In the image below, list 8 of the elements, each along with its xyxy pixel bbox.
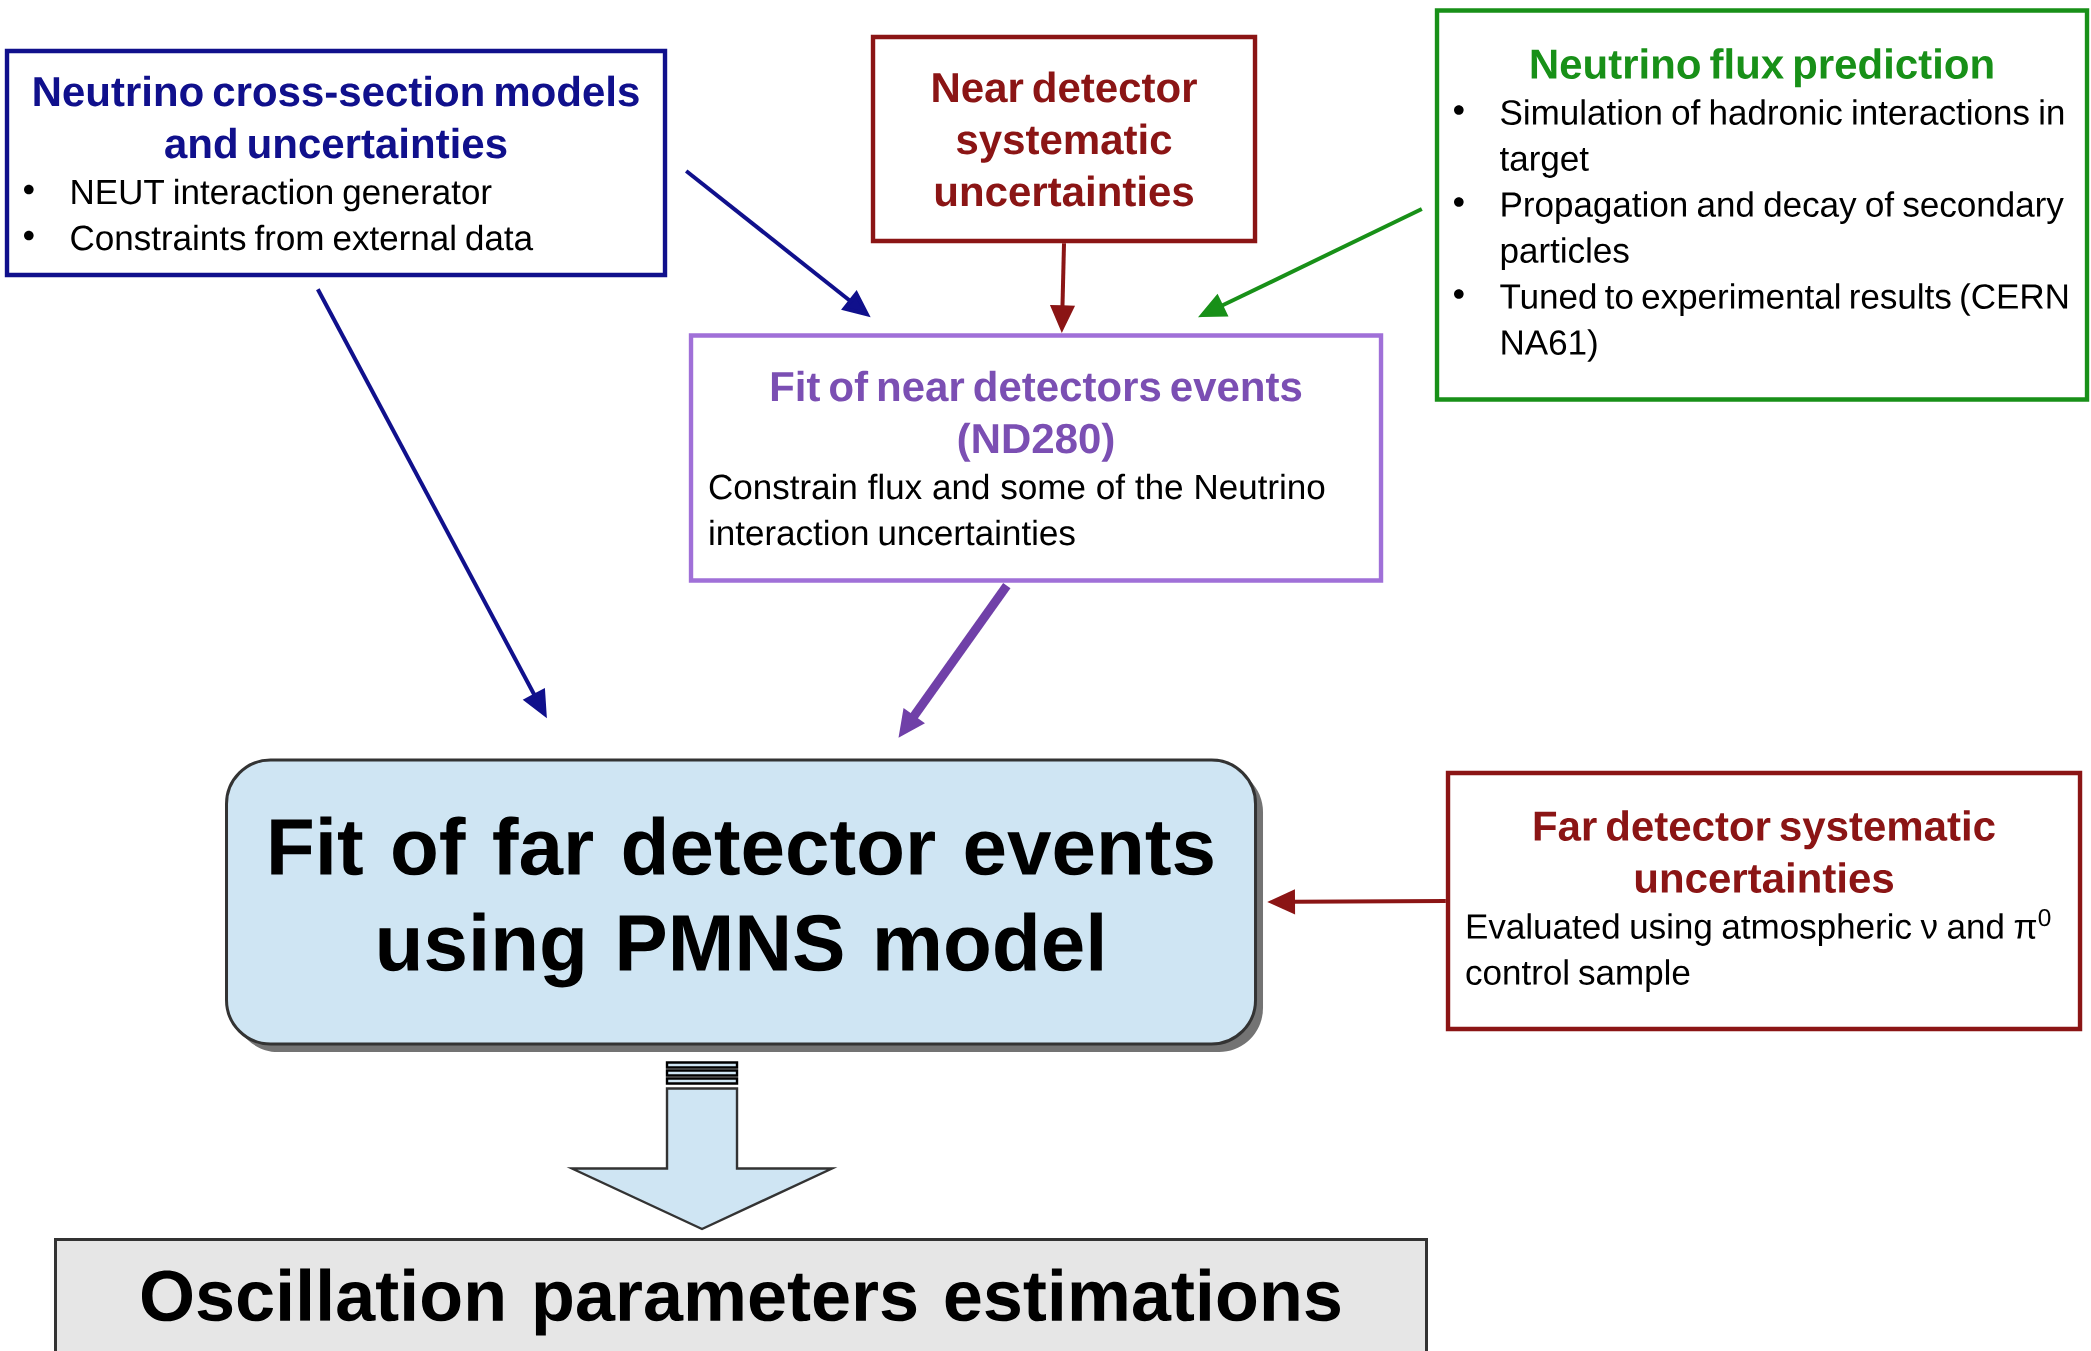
info-box: Neutrino flux prediction Simulation of hadronic interactions in target Propagation and decay of secondary particles Tuned to experimental results (CERN NA61) bbox=[1434, 8, 2090, 402]
block-arrow bbox=[566, 1061, 838, 1231]
info-box: Neutrino cross-section models and uncertainties NEUT interaction generator Constraints from external data bbox=[4, 48, 668, 278]
info-box: Far detector systematic uncertainties Evaluated using atmospheric ν and π$^{0}$ control sample bbox=[1445, 770, 2083, 1032]
process-box: Fit of far detector events using PMNS model bbox=[225, 758, 1263, 1052]
process-box: Fit of near detectors events (ND280) Constrain flux and some of the Neutrino interaction uncertainties bbox=[688, 333, 1384, 583]
result-box: Oscillation parameters estimations bbox=[54, 1238, 1428, 1351]
info-box: Near detector systematic uncertainties bbox=[870, 34, 1258, 244]
